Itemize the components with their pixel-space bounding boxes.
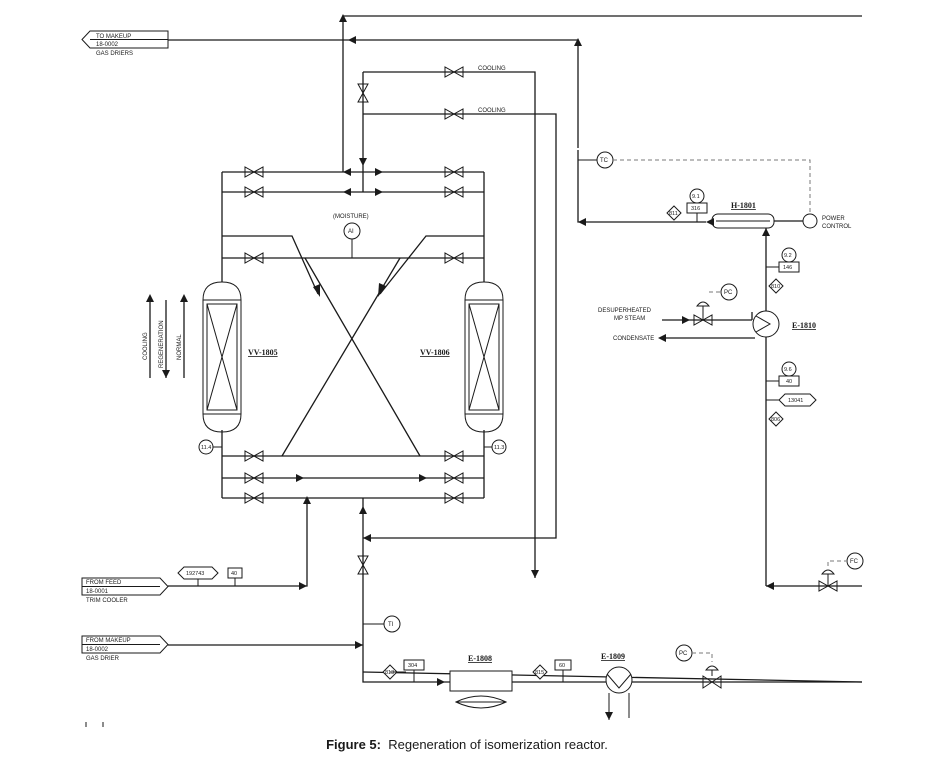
top-manifold — [221, 168, 485, 282]
cooling-line-1: COOLING — [363, 66, 539, 578]
svg-text:40: 40 — [231, 571, 237, 577]
central-header-line — [359, 72, 367, 672]
svg-text:POWER: POWER — [822, 216, 845, 222]
heater-h-1801: H-1801 POWER CONTROL — [706, 201, 852, 230]
caption-label: Figure 5 — [326, 737, 377, 752]
svg-text:COOLING: COOLING — [478, 66, 506, 72]
cooling-line-2: COOLING — [363, 108, 557, 542]
svg-text:9.1: 9.1 — [692, 194, 700, 200]
svg-text:H-1801: H-1801 — [731, 201, 756, 210]
svg-text:FROM FEED: FROM FEED — [86, 580, 122, 586]
crossover-lines — [222, 235, 484, 457]
valve-bottom-central[interactable] — [357, 555, 369, 575]
gauge-11-4: 11.4 — [198, 439, 222, 455]
svg-text:TC: TC — [600, 158, 609, 164]
svg-text:E-1808: E-1808 — [468, 654, 492, 663]
valve-top-central[interactable] — [357, 83, 369, 103]
svg-text:DESUPERHEATED: DESUPERHEATED — [598, 308, 652, 314]
valve-cooling-2[interactable] — [444, 108, 464, 120]
top-manifold-valves[interactable] — [244, 166, 464, 264]
svg-text:18-0002: 18-0002 — [86, 647, 109, 653]
svg-text:CONTROL: CONTROL — [822, 224, 852, 230]
bottom-instruments-a: 813 304 — [382, 659, 425, 682]
steam-inlet: DESUPERHEATED MP STEAM PC — [598, 283, 753, 326]
condensate-outlet: CONDENSATE — [613, 334, 755, 342]
svg-text:AI: AI — [348, 229, 354, 235]
svg-text:813: 813 — [385, 670, 394, 676]
svg-text:E-1809: E-1809 — [601, 652, 625, 661]
heater-outlet-line: 9.2 146 810 — [762, 228, 800, 586]
bottom-manifold-valves[interactable] — [244, 450, 464, 504]
vessel-vv-1806: VV-1806 — [420, 281, 504, 433]
vessel-vv-1805: VV-1805 — [202, 281, 278, 433]
svg-text:GAS DRIER: GAS DRIER — [86, 656, 120, 662]
svg-text:60: 60 — [559, 663, 565, 669]
figure-caption: Figure 5: Regeneration of isomerization … — [0, 737, 934, 752]
svg-text:FROM MAKEUP: FROM MAKEUP — [86, 638, 131, 644]
svg-text:TI: TI — [388, 622, 394, 628]
stream-from-makeup: FROM MAKEUP 18-0002 GAS DRIER — [81, 635, 363, 662]
svg-text:316: 316 — [691, 206, 700, 212]
svg-text:PC: PC — [724, 290, 733, 296]
heater-instruments: 9.1 316 811 — [666, 188, 708, 222]
svg-text:9.6: 9.6 — [784, 367, 792, 373]
svg-text:VV-1805: VV-1805 — [248, 348, 278, 357]
svg-text:(MOISTURE): (MOISTURE) — [333, 214, 369, 220]
svg-text:9.2: 9.2 — [784, 253, 792, 259]
exchanger-e-1810: E-1810 — [752, 310, 816, 338]
top-return-line — [339, 14, 862, 172]
svg-text:TRIM COOLER: TRIM COOLER — [86, 598, 128, 604]
moisture-analyzer: (MOISTURE) AI — [333, 214, 369, 258]
svg-text:GAS DRIERS: GAS DRIERS — [96, 51, 133, 57]
svg-text:PC: PC — [679, 651, 688, 657]
stream-from-feed: FROM FEED 18-0001 TRIM COOLER 192743 40 — [81, 500, 308, 604]
stream-to-makeup: TO MAKEUP 18-0002 GAS DRIERS — [81, 30, 169, 57]
flow-control-loop: FC — [766, 552, 864, 592]
air-cooler-e-1808: E-1808 — [449, 654, 513, 709]
svg-text:40: 40 — [786, 379, 792, 385]
bottom-manifold — [221, 430, 485, 504]
svg-text:18-0002: 18-0002 — [96, 42, 119, 48]
svg-text:VV-1806: VV-1806 — [420, 348, 450, 357]
svg-text:810: 810 — [771, 284, 780, 290]
svg-text:MP STEAM: MP STEAM — [614, 316, 645, 322]
exchanger-e-1809: E-1809 — [601, 652, 633, 720]
gauge-11-3: 11.3 — [484, 439, 507, 455]
svg-text:811: 811 — [669, 211, 678, 217]
svg-text:815: 815 — [535, 670, 544, 676]
svg-text:18-0001: 18-0001 — [86, 589, 109, 595]
to-makeup-line — [168, 36, 706, 226]
svg-text:146: 146 — [783, 265, 792, 271]
valve-cooling-1[interactable] — [444, 66, 464, 78]
svg-text:COOLING: COOLING — [478, 108, 506, 114]
svg-text:TO MAKEUP: TO MAKEUP — [96, 34, 131, 40]
svg-text:REGENERATION: REGENERATION — [159, 320, 165, 368]
caption-colon: : — [376, 737, 381, 752]
bottom-pressure-control: PC — [675, 644, 722, 689]
svg-text:192743: 192743 — [186, 571, 204, 577]
svg-text:FC: FC — [850, 559, 859, 565]
svg-text:304: 304 — [408, 663, 417, 669]
svg-text:11.4: 11.4 — [201, 445, 211, 451]
margin-marks — [85, 722, 104, 727]
svg-text:11.3: 11.3 — [494, 445, 504, 451]
flow-instruments-right: 9.6 40 13041 806 — [766, 361, 817, 427]
caption-text: Regeneration of isomerization reactor. — [388, 737, 608, 752]
bottom-instruments-b: 815 60 — [532, 659, 572, 682]
svg-text:COOLING: COOLING — [143, 332, 149, 360]
svg-text:13041: 13041 — [788, 398, 803, 404]
svg-text:806: 806 — [771, 417, 780, 423]
svg-text:NORMAL: NORMAL — [177, 334, 183, 360]
svg-text:E-1810: E-1810 — [792, 321, 816, 330]
temperature-indicator: TI — [363, 615, 401, 633]
svg-text:CONDENSATE: CONDENSATE — [613, 336, 654, 342]
temperature-controller: TC — [578, 151, 811, 212]
mode-arrows: COOLING REGENERATION NORMAL — [143, 294, 188, 378]
